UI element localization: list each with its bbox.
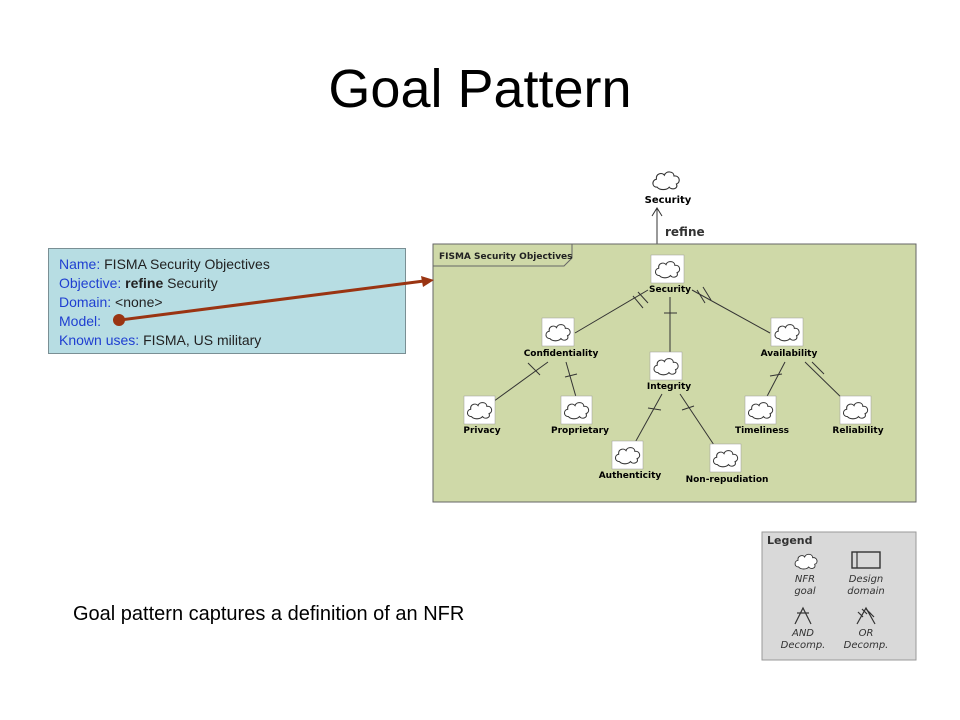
refine-label: refine [665, 225, 705, 239]
legend-and-text: AND [791, 628, 814, 639]
slide-caption: Goal pattern captures a definition of an… [73, 603, 465, 625]
authenticity-label: Authenticity [599, 471, 662, 481]
legend-and-decomp-text: Decomp. [781, 640, 826, 651]
objective-row: Objective: refine Security [59, 275, 218, 291]
known-uses-row: Known uses: FISMA, US military [59, 332, 262, 348]
security-goal-icon [652, 171, 680, 191]
domain-tab [432, 243, 573, 267]
slide-title: Goal Pattern [328, 59, 632, 119]
name-row: Name: FISMA Security Objectives [59, 256, 270, 272]
proprietary-label: Proprietary [551, 426, 609, 436]
refine-arrowhead [651, 207, 663, 217]
top-goal-label: Security [645, 195, 692, 206]
integrity-label: Integrity [647, 382, 691, 392]
legend-domain-text: domain [847, 586, 884, 597]
legend-goal-text: goal [794, 586, 816, 597]
model-connector-line [119, 279, 425, 322]
privacy-label: Privacy [463, 426, 500, 436]
model-connector-arrowhead [421, 276, 434, 287]
pattern-info-box: Name: FISMA Security Objectives Objectiv… [48, 248, 406, 354]
legend-title: Legend [767, 534, 813, 547]
legend-and-decomp-icon [794, 606, 812, 625]
reliability-label: Reliability [832, 426, 883, 436]
legend-or-decomp-icon [856, 606, 876, 625]
legend-or-text: OR [859, 628, 874, 639]
legend-or-decomp-text: Decomp. [844, 640, 889, 651]
domain-row: Domain: <none> [59, 294, 163, 310]
confidentiality-label: Confidentiality [524, 349, 599, 359]
non-repudiation-label: Non-repudiation [686, 475, 769, 485]
timeliness-label: Timeliness [735, 426, 789, 436]
legend-design-domain-icon [851, 551, 881, 569]
root-goal-label: Security [649, 285, 691, 295]
model-row: Model: [59, 313, 102, 329]
legend-box [761, 531, 917, 661]
domain-label: FISMA Security Objectives [439, 252, 573, 262]
availability-label: Availability [761, 349, 818, 359]
model-connector-dot [113, 314, 125, 326]
legend-design-text: Design [849, 574, 884, 585]
legend-nfr-text: NFR [795, 574, 815, 585]
